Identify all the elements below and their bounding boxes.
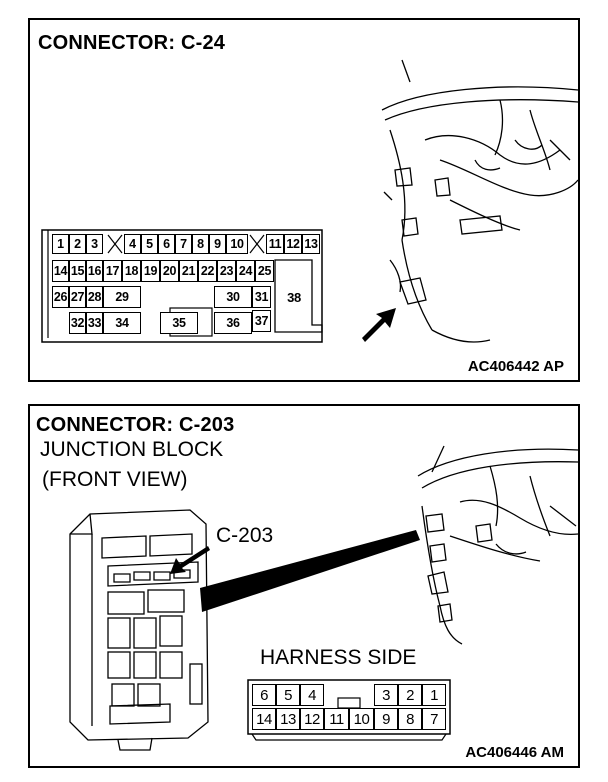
pin-12: 12 <box>300 708 324 730</box>
pin-34: 34 <box>103 312 141 334</box>
pin-22: 22 <box>198 260 217 282</box>
pin-14: 14 <box>252 708 276 730</box>
pin-7: 7 <box>422 708 446 730</box>
pin-7: 7 <box>175 234 192 254</box>
dashboard-harness-illustration <box>362 59 579 343</box>
pin-13: 13 <box>302 234 320 254</box>
pin-8: 8 <box>398 708 422 730</box>
pin-20: 20 <box>160 260 179 282</box>
pin-1: 1 <box>422 684 446 706</box>
pin-14: 14 <box>52 260 69 282</box>
pin-28: 28 <box>86 286 103 308</box>
harness-side-label: HARNESS SIDE <box>260 646 417 669</box>
pin-26: 26 <box>52 286 69 308</box>
pin-37: 37 <box>252 310 271 332</box>
pin-2: 2 <box>69 234 86 254</box>
pin-3: 3 <box>374 684 398 706</box>
pin-4: 4 <box>300 684 324 706</box>
pin-5: 5 <box>276 684 300 706</box>
pin-35: 35 <box>160 312 198 334</box>
pin-12: 12 <box>284 234 302 254</box>
pin-5: 5 <box>141 234 158 254</box>
pin-31: 31 <box>252 286 271 308</box>
callout-wedge <box>200 530 420 612</box>
junction-block-illustration <box>69 445 579 751</box>
pin-23: 23 <box>217 260 236 282</box>
pin-33: 33 <box>86 312 103 334</box>
panel-title: CONNECTOR: C-24 <box>38 32 226 54</box>
pin-18: 18 <box>122 260 141 282</box>
pin-27: 27 <box>69 286 86 308</box>
pin-16: 16 <box>86 260 103 282</box>
figure-code: AC406446 AM <box>465 744 564 761</box>
pin-9: 9 <box>374 708 398 730</box>
connector-c24-panel: CONNECTOR: C-24 1 2 3 4 5 6 7 8 9 10 11 … <box>28 18 580 382</box>
pin-36: 36 <box>214 312 252 334</box>
pin-2: 2 <box>398 684 422 706</box>
pointer-arrow <box>170 546 210 574</box>
pin-19: 19 <box>141 260 160 282</box>
pin-15: 15 <box>69 260 86 282</box>
pin-10: 10 <box>226 234 248 254</box>
pin-32: 32 <box>69 312 86 334</box>
pin-21: 21 <box>179 260 198 282</box>
pin-30: 30 <box>214 286 252 308</box>
pin-25: 25 <box>255 260 274 282</box>
pin-17: 17 <box>103 260 122 282</box>
connector-c24-outline <box>41 229 323 343</box>
pin-11: 11 <box>266 234 284 254</box>
connector-c203-panel: CONNECTOR: C-203 JUNCTION BLOCK (FRONT V… <box>28 404 580 768</box>
pin-13: 13 <box>276 708 300 730</box>
pin-9: 9 <box>209 234 226 254</box>
pin-10: 10 <box>349 708 374 730</box>
subtitle-line2: (FRONT VIEW) <box>42 468 188 491</box>
pin-38: 38 <box>287 289 301 305</box>
pin-3: 3 <box>86 234 103 254</box>
pin-4: 4 <box>124 234 141 254</box>
pin-6: 6 <box>158 234 175 254</box>
pin-8: 8 <box>192 234 209 254</box>
callout-label: C-203 <box>216 524 274 547</box>
panel-title: CONNECTOR: C-203 <box>36 414 235 436</box>
pin-6: 6 <box>252 684 276 706</box>
pin-11: 11 <box>324 708 349 730</box>
subtitle-line1: JUNCTION BLOCK <box>40 438 224 461</box>
pointer-arrow <box>362 308 396 342</box>
pin-29: 29 <box>103 286 141 308</box>
pin-24: 24 <box>236 260 255 282</box>
pin-1: 1 <box>52 234 69 254</box>
figure-code: AC406442 AP <box>467 358 564 375</box>
